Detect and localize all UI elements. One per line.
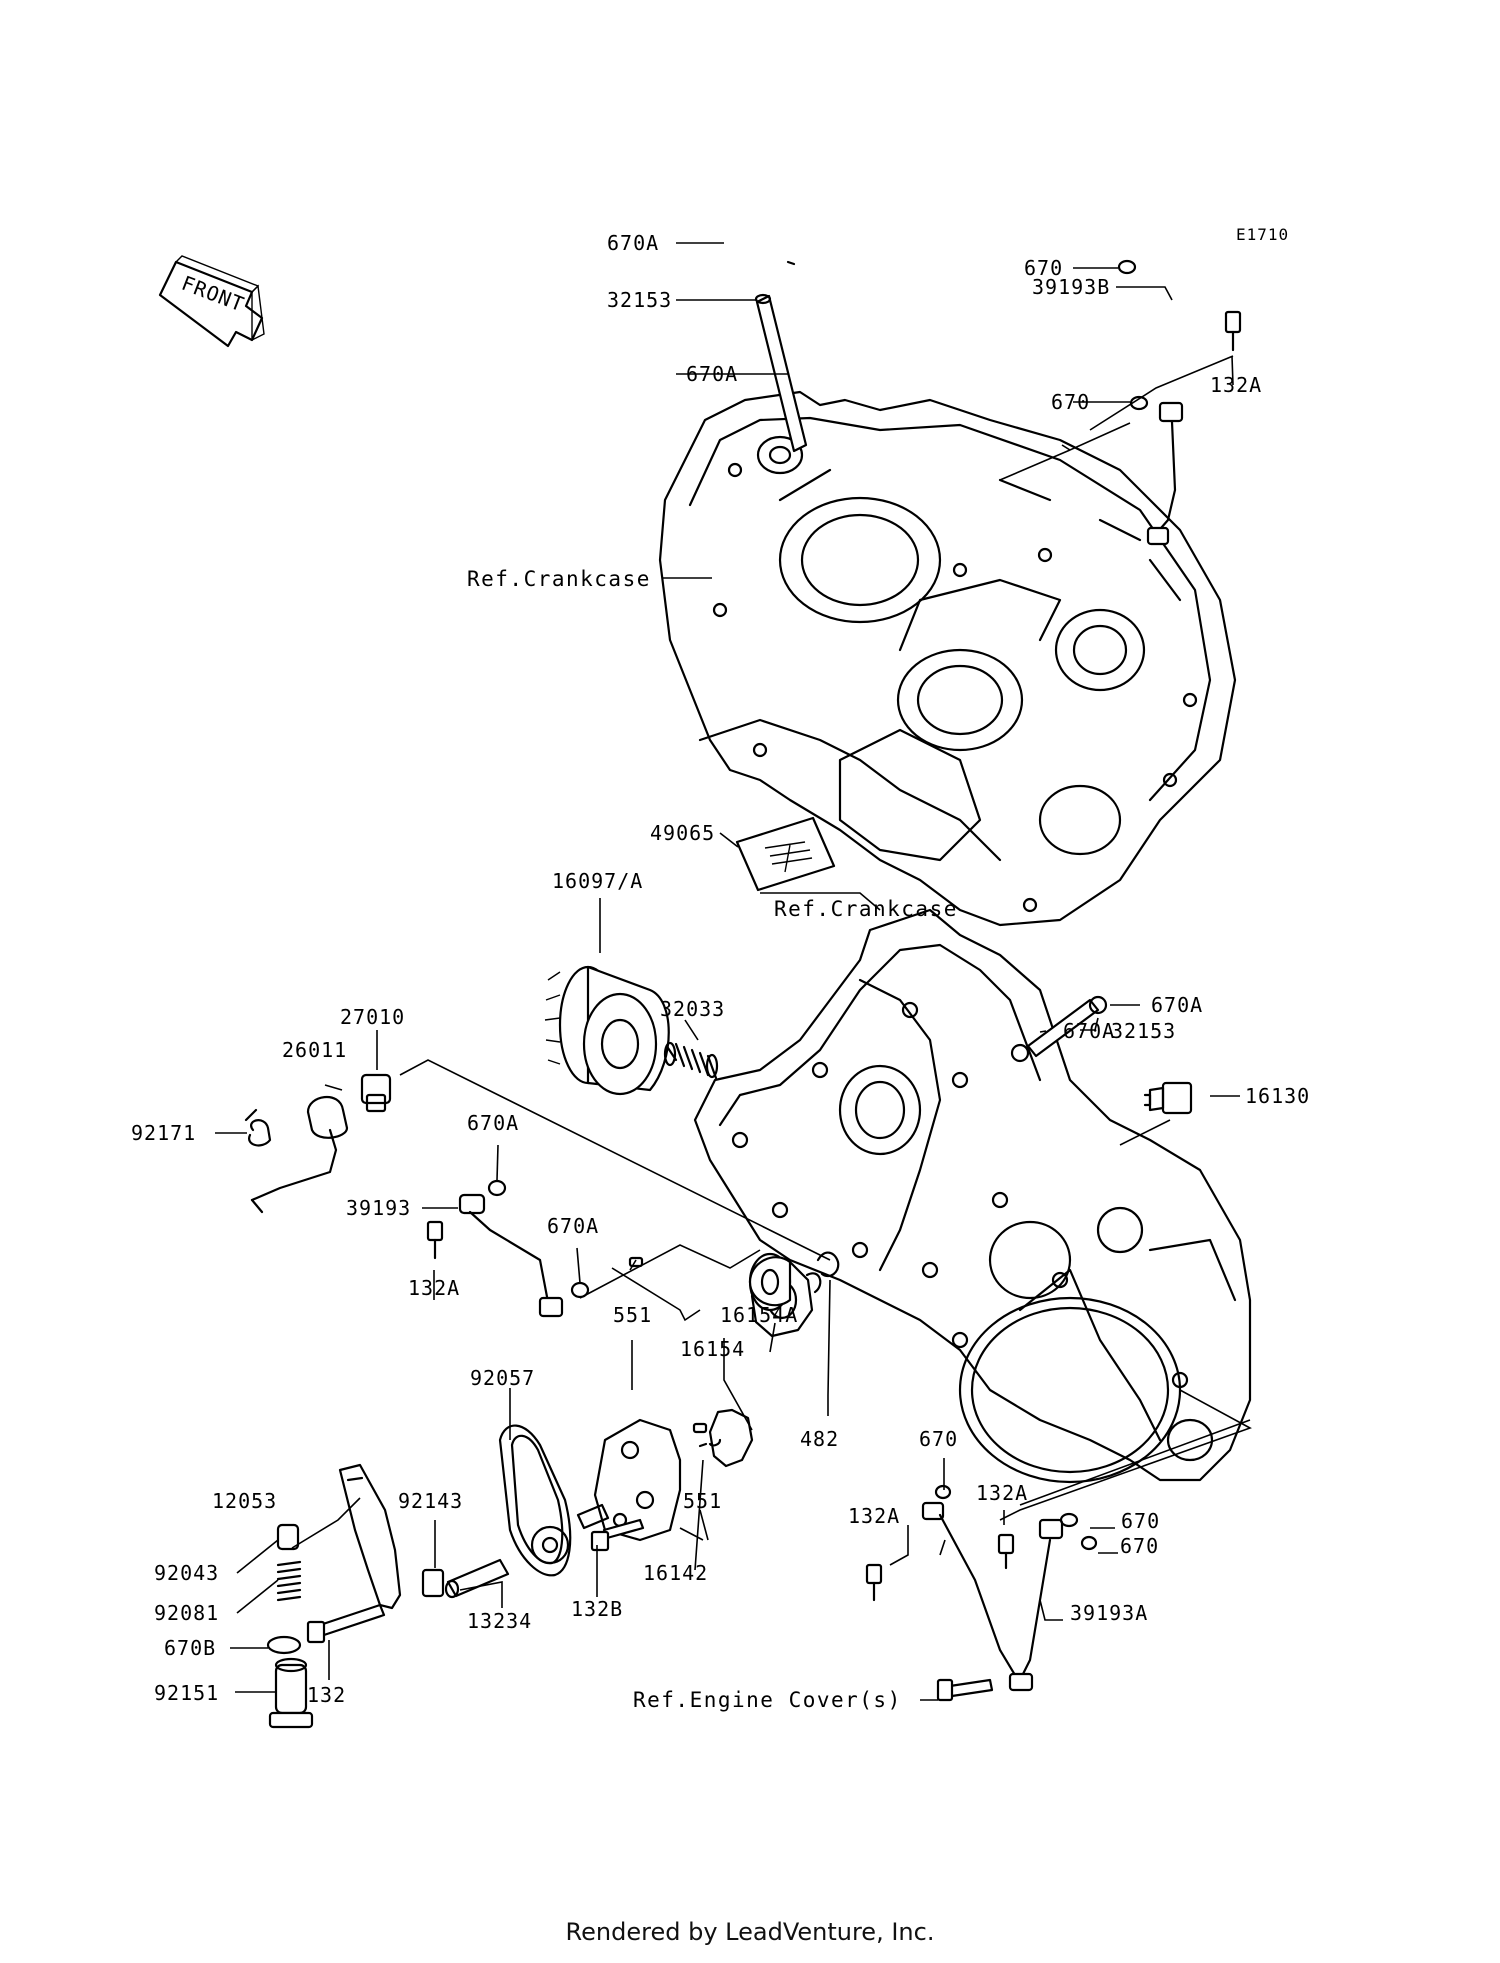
guide-12053 [338,1463,402,1610]
part-label: 92081 [154,1601,219,1625]
spring-32033 [663,1041,719,1080]
pipe-32153-upper [754,260,808,453]
part-label: 32033 [660,997,725,1021]
switch-16130 [1143,1081,1193,1115]
clamp-92171 [244,1108,272,1147]
footer-credit: Rendered by LeadVenture, Inc. [565,1918,935,1946]
part-label: 16097/A [552,869,643,893]
part-label: 482 [800,1427,839,1451]
pipe-39193B [1117,259,1242,546]
part-label: 27010 [340,1005,405,1029]
part-label: 670 [1024,256,1063,280]
part-label: 32153 [607,288,672,312]
part-label: 39193 [346,1196,411,1220]
part-label: 132A [848,1504,900,1528]
part-label: 551 [683,1489,722,1513]
part-label: 670B [164,1636,216,1660]
circlip-482 [816,1251,840,1278]
chain-92057 [498,1424,572,1577]
lower-crankcase [693,908,1252,1484]
part-label: 670 [1120,1534,1159,1558]
part-label: 132B [571,1597,623,1621]
upper-crankcase [658,390,1237,927]
part-label: 92143 [398,1489,463,1513]
part-label: 670A [547,1214,599,1238]
pipe-39193 [426,1179,590,1318]
oil-filter-16097A [544,965,670,1096]
part-label: 670A [467,1111,519,1135]
part-label: 92171 [131,1121,196,1145]
ref-crankcase-upper: Ref.Crankcase [467,567,651,591]
part-label: 16154 [680,1337,745,1361]
label-49065 [735,816,836,892]
part-label: 551 [613,1303,652,1327]
ref-crankcase-lower: Ref.Crankcase [774,897,958,921]
bolt-132 [306,1603,386,1644]
part-label: 670 [1051,390,1090,414]
leader-lines [215,242,1252,1701]
part-label: 670 [1121,1509,1160,1533]
front-arrow-icon: FRONT [158,255,265,348]
part-label: 132 [307,1683,346,1707]
relief-valve-parts [266,1523,314,1729]
part-label: 132A [408,1276,460,1300]
part-label: 132A [976,1481,1028,1505]
part-label: 670A [1063,1019,1115,1043]
pipe-39193A [865,1484,1098,1702]
pins-551 [628,1256,708,1434]
part-label: 12053 [212,1489,277,1513]
part-label: 16142 [643,1561,708,1585]
bolt-132B [590,1518,645,1552]
part-label: 92043 [154,1561,219,1585]
boot-26011 [250,1095,349,1214]
pipe-32153-lower [1010,995,1108,1063]
part-label: 670A [607,231,659,255]
diagram-code: E1710 [1236,225,1289,244]
part-label: 670A [1151,993,1203,1017]
rotor-16154A [748,1252,792,1312]
part-label: 92057 [470,1366,535,1390]
part-label: 670 [919,1427,958,1451]
part-label: 670A [686,362,738,386]
part-label: 13234 [467,1609,532,1633]
sensor-27010 [360,1073,392,1113]
part-label: 26011 [282,1038,347,1062]
part-label: 16130 [1245,1084,1310,1108]
ref-engine-covers: Ref.Engine Cover(s) [633,1688,902,1712]
part-label: 16154A [720,1303,798,1327]
part-label: 39193B [1032,275,1110,299]
part-label: 49065 [650,821,715,845]
shaft-13234 [421,1503,610,1599]
part-label: 32153 [1111,1019,1176,1043]
part-label: 39193A [1070,1601,1148,1625]
part-label: 92151 [154,1681,219,1705]
part-label: 132A [1210,373,1262,397]
